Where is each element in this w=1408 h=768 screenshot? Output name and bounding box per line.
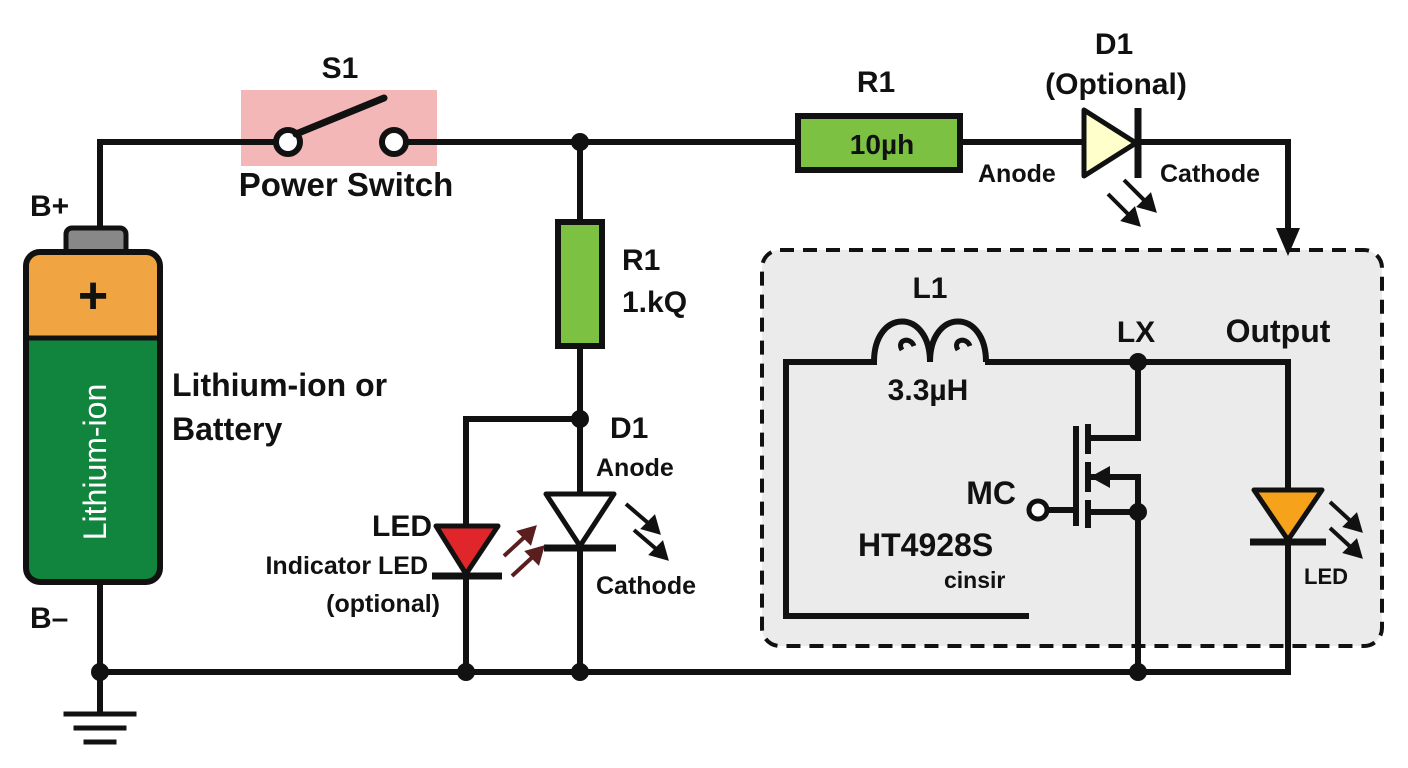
mosfet-arrow-icon	[1090, 466, 1110, 488]
led-icon	[432, 523, 545, 580]
junction-dot	[457, 663, 475, 681]
junction-dot	[1129, 503, 1147, 521]
led-title: LED	[372, 510, 432, 543]
booster-module-box	[760, 248, 1384, 648]
diode-icon	[1081, 107, 1157, 227]
s1-title: S1	[322, 52, 359, 85]
chip-label: HT4928S	[858, 527, 993, 563]
d1-mid-cathode-label: Cathode	[596, 572, 696, 600]
switch-highlight	[241, 90, 437, 166]
junction-dot	[571, 663, 589, 681]
d1-top-subtitle: (Optional)	[1045, 68, 1187, 101]
mosfet-gate-terminal	[1026, 498, 1050, 522]
junction-dot	[91, 663, 109, 681]
resistor-r1-top	[795, 113, 963, 173]
switch-icon	[273, 94, 409, 157]
led-icon	[1250, 487, 1363, 559]
output-led-label: LED	[1304, 564, 1348, 589]
mc-label: MC	[966, 475, 1016, 511]
diode-icon	[543, 491, 669, 561]
indicator-led-caption: Indicator LED	[265, 552, 428, 580]
r1-top-title: R1	[857, 66, 895, 99]
indicator-led-optional: (optional)	[326, 590, 440, 618]
r1-top-value: 10µh	[850, 129, 914, 160]
cinsir-label: cinsir	[944, 567, 1005, 593]
d1-mid-anode-label: Anode	[596, 454, 674, 482]
battery-description-line1: Lithium-ion or	[172, 367, 387, 403]
output-label: Output	[1226, 313, 1331, 349]
battery-plus-sign: +	[78, 267, 108, 325]
s1-caption: Power Switch	[239, 166, 454, 203]
junction-dots	[91, 133, 1147, 681]
arrow-down-icon	[1276, 228, 1300, 256]
junction-dot	[1129, 353, 1147, 371]
wires	[97, 139, 1291, 715]
junction-dot	[1129, 663, 1147, 681]
d1-top-anode-label: Anode	[978, 160, 1056, 188]
l1-title: L1	[912, 272, 947, 305]
battery-body-label: Lithium-ion	[77, 384, 113, 541]
r1-vertical-value: 1.kQ	[622, 286, 687, 319]
resistor-r1-vertical	[555, 219, 605, 349]
ground-icon	[63, 711, 137, 745]
b-plus-label: B+	[30, 190, 69, 223]
d1-mid-title: D1	[610, 412, 648, 445]
d1-top-title: D1	[1095, 28, 1133, 61]
mosfet-icon	[1046, 424, 1138, 528]
battery-icon	[23, 225, 163, 585]
d1-top-cathode-label: Cathode	[1160, 160, 1260, 188]
lx-label: LX	[1117, 316, 1155, 349]
junction-dot	[571, 410, 589, 428]
b-minus-label: B–	[30, 602, 68, 635]
inductor-coil-icon	[871, 318, 989, 363]
battery-description-line2: Battery	[172, 411, 282, 447]
l1-value: 3.3µH	[888, 374, 969, 407]
r1-vertical-title: R1	[622, 244, 660, 277]
inductor-coil-loops	[898, 337, 973, 352]
junction-dot	[571, 133, 589, 151]
